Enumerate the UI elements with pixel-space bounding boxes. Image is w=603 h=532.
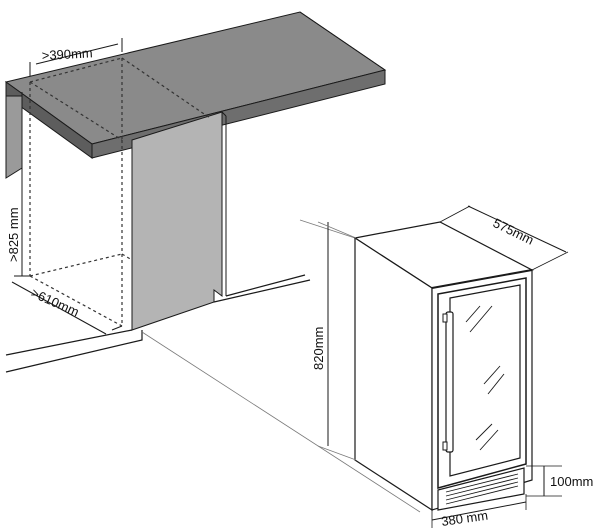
adjacent-cabinet-panel [131, 111, 223, 331]
niche-outline [29, 57, 211, 327]
handle-mount-bottom [442, 441, 448, 451]
plinth-height-label: 100mm [550, 474, 593, 489]
vent-grille [445, 473, 519, 505]
plinth [437, 467, 525, 511]
countertop-top-highlight [299, 11, 386, 71]
depth-ext-back [439, 205, 471, 223]
floor-line-front-upper [5, 329, 133, 356]
left-wall-panel [5, 95, 23, 179]
appliance-top-lip [431, 269, 533, 289]
appliance-depth-arrow [467, 205, 567, 253]
niche-depth-arrow [11, 281, 107, 335]
floor-line-right [213, 279, 311, 303]
panel-back-edge [221, 111, 227, 117]
depth-arrow-top [35, 43, 119, 65]
counter-height-label: >825 mm [6, 207, 21, 262]
depth-ext-front [531, 251, 569, 271]
height-ext-bottom [317, 445, 357, 461]
niche-depth-label: >610mm [29, 285, 82, 319]
door-handle [445, 311, 454, 453]
counter-depth-label: >390mm [41, 45, 93, 63]
height-ext-top [317, 221, 357, 239]
appliance-width-label: 380 mm [440, 508, 489, 529]
glass-reflection [465, 305, 505, 451]
handle-mount-top [442, 313, 448, 323]
appliance-height-label: 820mm [311, 327, 326, 370]
floor-line-back [225, 274, 306, 297]
floor-line-front-lower [5, 330, 143, 373]
guide-line-floor [141, 331, 421, 513]
appliance-width-arrow [431, 501, 527, 521]
appliance-depth-label: 575mm [491, 215, 537, 247]
niche-depth-tick [111, 325, 123, 331]
